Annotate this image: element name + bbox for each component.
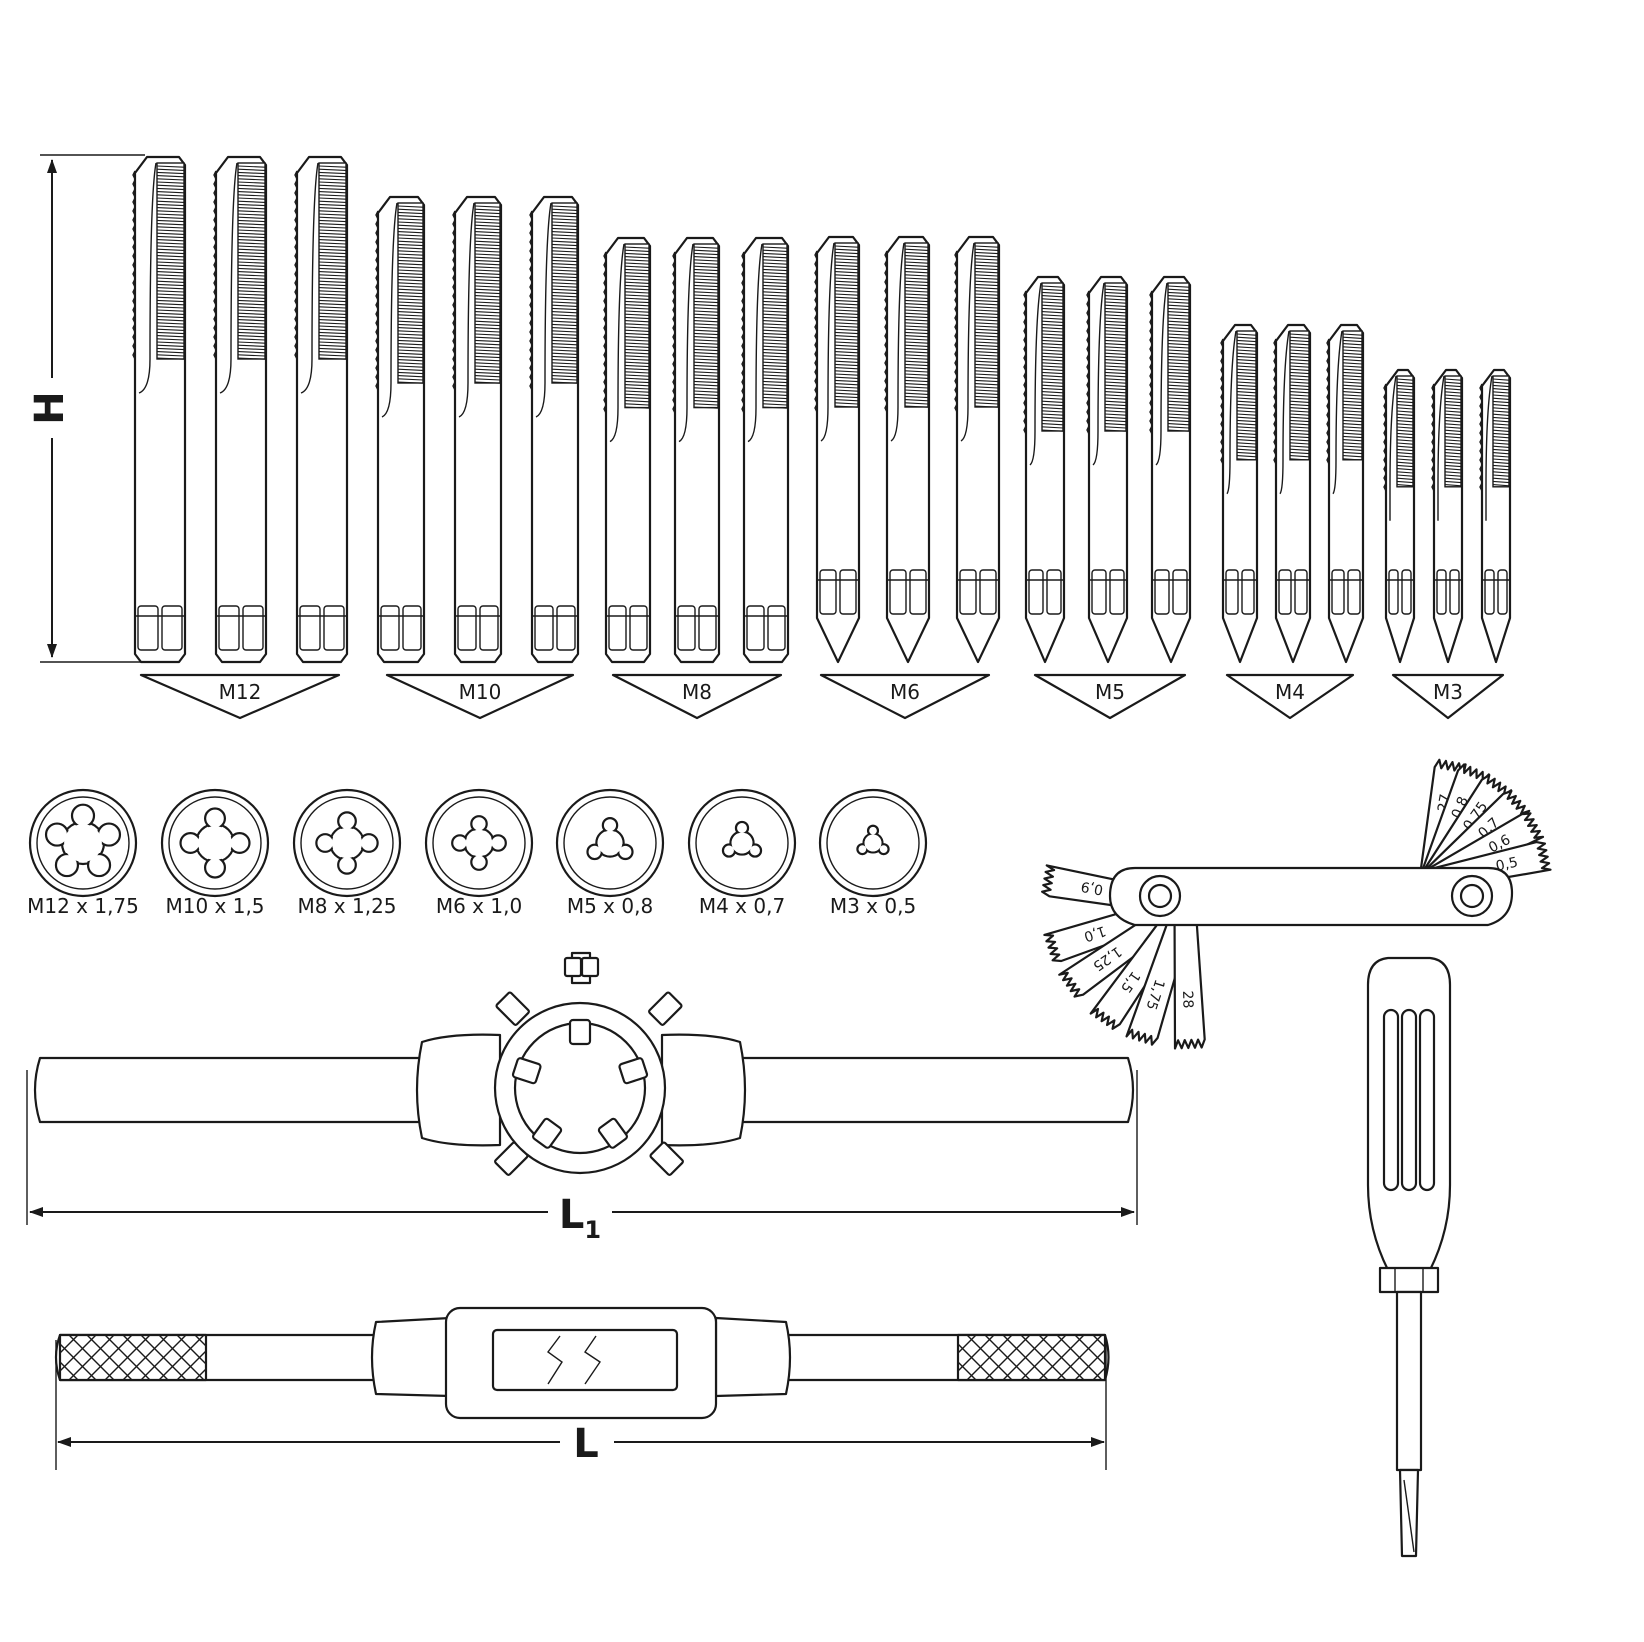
tap-size-m8: M8 — [611, 673, 783, 720]
tap-size-m4: M4 — [1225, 673, 1355, 720]
tap-label-m5: M5 — [1095, 680, 1125, 704]
die-label-5: M5 x 0,8 — [567, 894, 653, 918]
tap-m3-1 — [1383, 368, 1416, 664]
die-label-2: M10 x 1,5 — [165, 894, 264, 918]
tap-wrench — [54, 1306, 1110, 1420]
die-wrench-length-label: L — [559, 1192, 585, 1238]
svg-text:L1: L1 — [559, 1192, 601, 1244]
tap-label-m12: M12 — [219, 680, 262, 704]
die-label-1: M12 x 1,75 — [27, 894, 139, 918]
die-5: M5 x 0,8 — [555, 788, 665, 918]
tap-m10-2 — [452, 195, 503, 664]
tap-m5-2 — [1086, 275, 1129, 664]
die-1: M12 x 1,75 — [27, 788, 139, 918]
gauge-lower-leaf-label-1: 0,9 — [1080, 878, 1105, 898]
tap-m6-3 — [954, 235, 1001, 664]
screwdriver — [1366, 956, 1452, 1558]
tap-m6-1 — [814, 235, 861, 664]
die-stock-wrench — [33, 951, 1135, 1176]
die-2: M10 x 1,5 — [160, 788, 270, 918]
tap-m8-2 — [672, 236, 721, 664]
gauge-lower-leaf-label-6: 28 — [1179, 990, 1196, 1008]
tap-size-m3: M3 — [1391, 673, 1505, 720]
tap-m3-3 — [1479, 368, 1512, 664]
tap-m4-2 — [1273, 323, 1312, 664]
tap-m4-3 — [1326, 323, 1365, 664]
tap-m10-3 — [529, 195, 580, 664]
tap-size-labels: M12 M10 M8 M6 M5 M4 M3 — [139, 673, 1505, 720]
height-label: H — [27, 391, 73, 424]
tap-m12-2 — [213, 155, 268, 664]
tap-m8-3 — [741, 236, 790, 664]
tap-size-m10: M10 — [385, 673, 575, 720]
tap-m8-1 — [603, 236, 652, 664]
height-dimension: H — [27, 154, 145, 663]
tap-wrench-length-label: L — [573, 1421, 599, 1467]
tap-label-m10: M10 — [459, 680, 502, 704]
die-7: M3 x 0,5 — [818, 788, 928, 918]
tap-label-m8: M8 — [682, 680, 712, 704]
die-wrench-length-subscript: 1 — [584, 1216, 601, 1244]
taps-group — [132, 155, 1512, 664]
tap-size-m12: M12 — [139, 673, 341, 720]
tap-wrench-length-dimension: L — [55, 1340, 1107, 1470]
tap-m5-3 — [1149, 275, 1192, 664]
die-4: M6 x 1,0 — [424, 788, 534, 918]
tap-m6-2 — [884, 235, 931, 664]
die-3: M8 x 1,25 — [292, 788, 402, 918]
die-label-6: M4 x 0,7 — [699, 894, 785, 918]
die-6: M4 x 0,7 — [687, 788, 797, 918]
tap-m5-1 — [1023, 275, 1066, 664]
tap-label-m3: M3 — [1433, 680, 1463, 704]
tap-m10-1 — [375, 195, 426, 664]
gauge-lower-leaf-label-2: 1,0 — [1082, 922, 1108, 944]
die-label-7: M3 x 0,5 — [830, 894, 916, 918]
tap-m12-3 — [294, 155, 349, 664]
die-label-4: M6 x 1,0 — [436, 894, 522, 918]
tap-m4-1 — [1220, 323, 1259, 664]
tap-label-m4: M4 — [1275, 680, 1305, 704]
tap-size-m6: M6 — [819, 673, 991, 720]
tap-m3-2 — [1431, 368, 1464, 664]
tap-label-m6: M6 — [890, 680, 920, 704]
tap-m12-1 — [132, 155, 187, 664]
die-wrench-length-dimension: L1 — [26, 1070, 1138, 1244]
dies-group: M12 x 1,75 M10 x 1,5 M8 x 1,25 M6 x 1,0 M5 x… — [27, 788, 928, 918]
die-label-3: M8 x 1,25 — [297, 894, 396, 918]
gauge-lower-leaf-6: 28 — [1173, 903, 1206, 1050]
tap-size-m5: M5 — [1033, 673, 1187, 720]
